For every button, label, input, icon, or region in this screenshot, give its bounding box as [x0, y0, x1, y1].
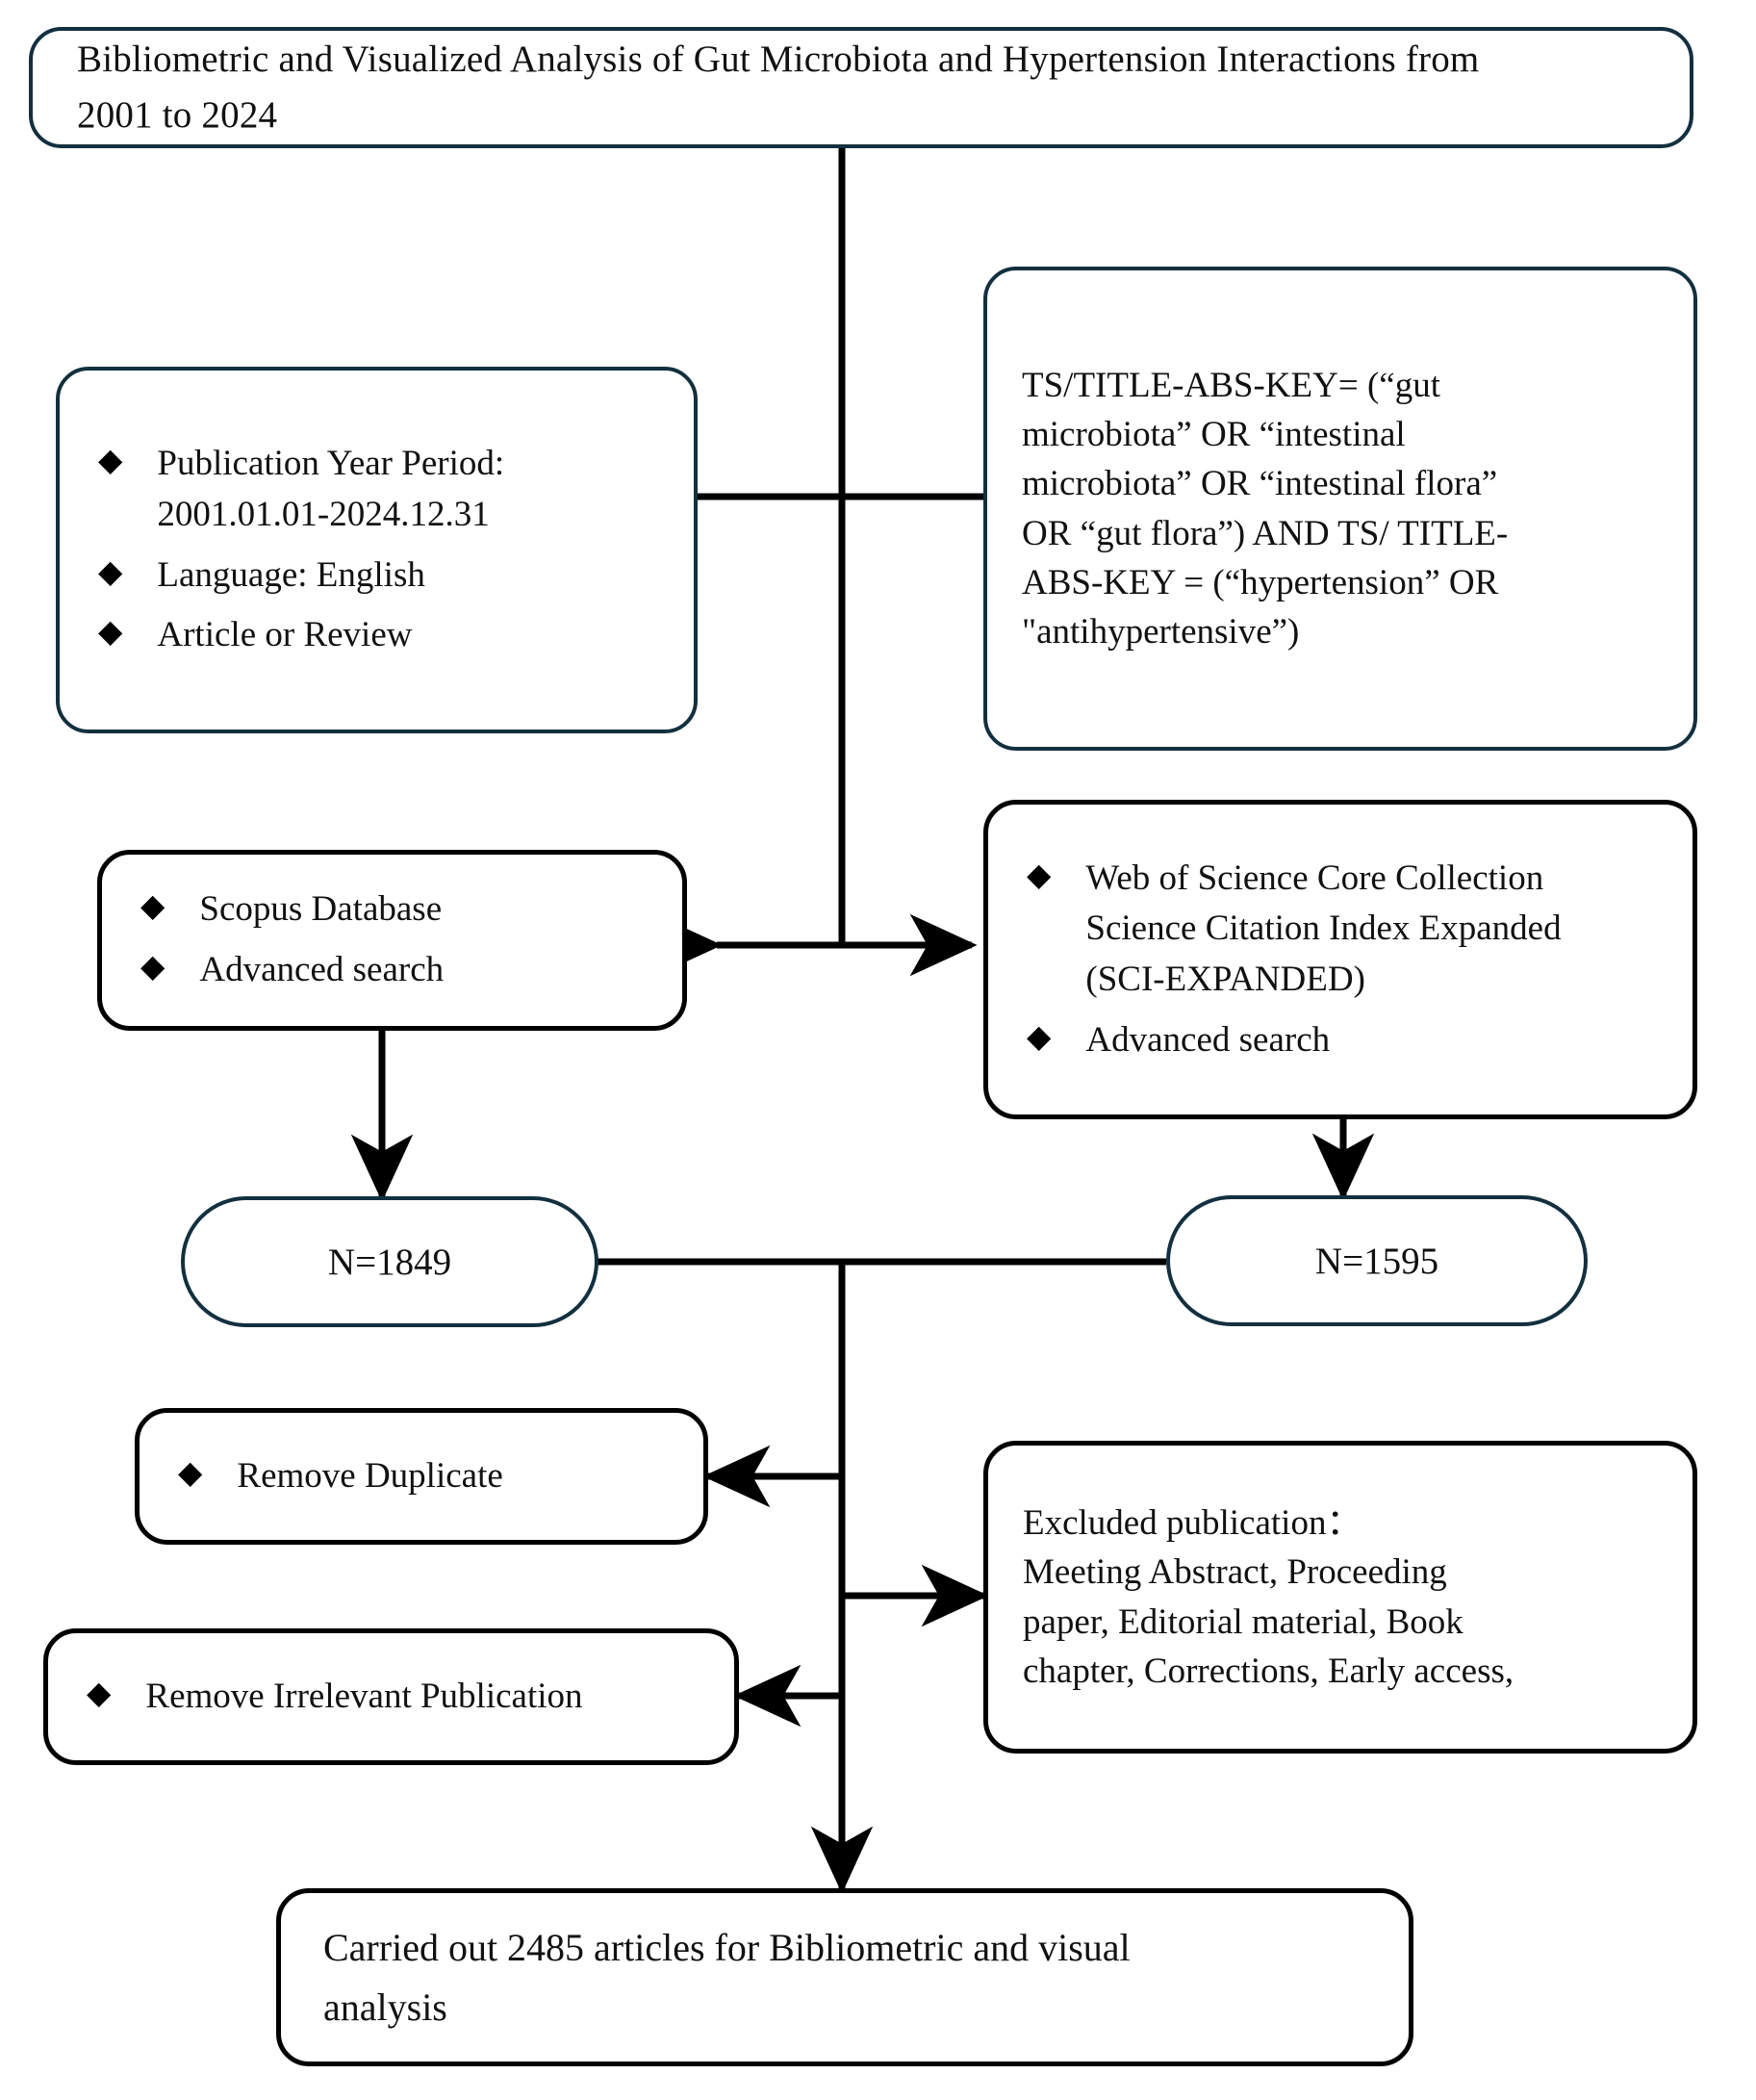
criteria-item: ◆ Publication Year Period: 2001.01.01-20… [98, 439, 676, 540]
wos-item: ◆ Advanced search [1027, 1015, 1675, 1066]
wos-count-label: N=1595 [1314, 1240, 1439, 1282]
excluded-line: chapter, Corrections, Early access, [1023, 1651, 1514, 1691]
wos-item-line: Science Citation Index Expanded [1085, 909, 1562, 949]
diamond-bullet-icon: ◆ [1027, 858, 1052, 893]
remove-duplicate-label: Remove Duplicate [237, 1455, 503, 1496]
final-line: analysis [323, 1985, 447, 2029]
scopus-box: ◆ Scopus Database ◆ Advanced search [97, 850, 687, 1031]
excluded-publication-text: Excluded publication： Meeting Abstract, … [988, 1498, 1692, 1695]
criteria-item-line: 2001.01.01-2024.12.31 [157, 494, 490, 534]
wos-item-line: Web of Science Core Collection [1085, 858, 1544, 898]
diamond-bullet-icon: ◆ [98, 615, 123, 651]
excluded-publication-box: Excluded publication： Meeting Abstract, … [983, 1441, 1697, 1754]
wos-item-line: Advanced search [1085, 1019, 1331, 1060]
query-line: microbiota” OR “intestinal flora” [1022, 464, 1498, 504]
query-line: OR “gut flora”) AND TS/ TITLE- [1022, 513, 1509, 553]
excluded-line: Excluded publication： [1023, 1503, 1362, 1544]
diamond-bullet-icon: ◆ [140, 889, 165, 925]
title-line-2: 2001 to 2024 [77, 94, 278, 136]
wos-item-label: Advanced search [1085, 1015, 1675, 1066]
wos-item: ◆ Web of Science Core Collection Science… [1027, 854, 1675, 1006]
excluded-line: paper, Editorial material, Book [1023, 1601, 1463, 1642]
criteria-box: ◆ Publication Year Period: 2001.01.01-20… [56, 367, 698, 733]
query-line: ABS-KEY = (“hypertension” OR [1022, 562, 1499, 602]
criteria-item-line: Language: English [157, 554, 425, 595]
diamond-bullet-icon: ◆ [1027, 1019, 1052, 1055]
criteria-list: ◆ Publication Year Period: 2001.01.01-20… [60, 439, 694, 660]
final-result-text: Carried out 2485 articles for Bibliometr… [281, 1918, 1409, 2037]
scopus-item-line: Scopus Database [199, 889, 443, 930]
wos-count-pill: N=1595 [1166, 1195, 1588, 1326]
remove-duplicate-list: ◆ Remove Duplicate [140, 1451, 703, 1502]
query-line: TS/TITLE-ABS-KEY= (“gut [1022, 366, 1440, 406]
scopus-count-label: N=1849 [327, 1241, 452, 1283]
wos-list: ◆ Web of Science Core Collection Science… [988, 854, 1692, 1065]
diamond-bullet-icon: ◆ [98, 554, 123, 590]
search-query-box: TS/TITLE-ABS-KEY= (“gut microbiota” OR “… [983, 267, 1697, 751]
remove-irrelevant-label: Remove Irrelevant Publication [145, 1676, 583, 1716]
remove-irrelevant-item: ◆ Remove Irrelevant Publication [87, 1672, 717, 1723]
remove-duplicate-item: ◆ Remove Duplicate [178, 1451, 686, 1502]
scopus-item: ◆ Scopus Database [140, 884, 665, 935]
criteria-item-line: Publication Year Period: [157, 444, 505, 484]
scopus-item-label: Advanced search [199, 945, 665, 996]
diamond-bullet-icon: ◆ [178, 1455, 203, 1491]
wos-item-label: Web of Science Core Collection Science C… [1085, 854, 1675, 1006]
scopus-item-label: Scopus Database [199, 884, 665, 935]
final-line: Carried out 2485 articles for Bibliometr… [323, 1925, 1131, 1969]
scopus-list: ◆ Scopus Database ◆ Advanced search [102, 884, 682, 995]
excluded-line: Meeting Abstract, Proceeding [1023, 1552, 1447, 1593]
criteria-item-label: Article or Review [157, 610, 676, 661]
criteria-item: ◆ Article or Review [98, 610, 676, 661]
criteria-item: ◆ Language: English [98, 551, 676, 602]
scopus-item-line: Advanced search [199, 950, 445, 989]
diamond-bullet-icon: ◆ [98, 444, 123, 479]
diamond-bullet-icon: ◆ [140, 950, 165, 985]
title-line-1: Bibliometric and Visualized Analysis of … [77, 38, 1480, 81]
title-box: Bibliometric and Visualized Analysis of … [29, 27, 1693, 148]
wos-item-line: (SCI-EXPANDED) [1085, 960, 1365, 999]
criteria-item-label: Language: English [157, 551, 676, 602]
scopus-count-pill: N=1849 [181, 1196, 598, 1327]
web-of-science-box: ◆ Web of Science Core Collection Science… [983, 800, 1697, 1119]
remove-irrelevant-box: ◆ Remove Irrelevant Publication [43, 1628, 739, 1765]
final-result-box: Carried out 2485 articles for Bibliometr… [276, 1888, 1413, 2066]
criteria-item-line: Article or Review [157, 615, 413, 655]
remove-duplicate-box: ◆ Remove Duplicate [135, 1408, 708, 1545]
scopus-item: ◆ Advanced search [140, 945, 665, 996]
query-line: microbiota” OR “intestinal [1022, 415, 1406, 455]
query-line: "antihypertensive”) [1022, 611, 1300, 652]
search-query-text: TS/TITLE-ABS-KEY= (“gut microbiota” OR “… [987, 361, 1693, 655]
criteria-item-label: Publication Year Period: 2001.01.01-2024… [157, 439, 676, 540]
diamond-bullet-icon: ◆ [87, 1676, 112, 1711]
remove-irrelevant-list: ◆ Remove Irrelevant Publication [48, 1672, 734, 1723]
